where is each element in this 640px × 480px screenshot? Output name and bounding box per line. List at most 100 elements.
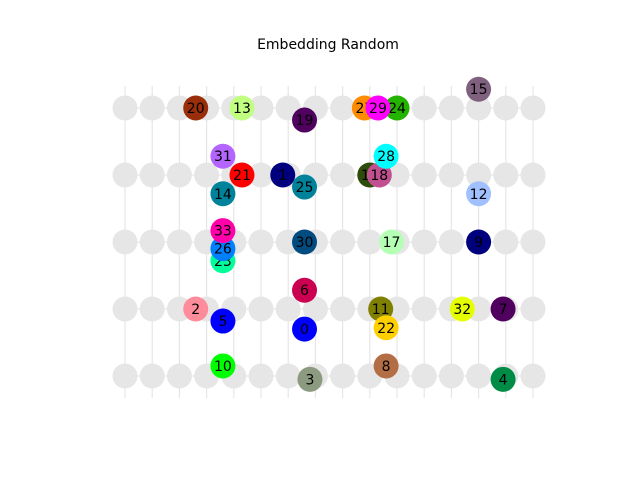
node-label: 9 bbox=[474, 235, 483, 251]
node-label: 15 bbox=[470, 82, 488, 98]
lattice-node bbox=[248, 363, 274, 389]
node-label: 1 bbox=[278, 168, 287, 184]
lattice-node bbox=[438, 95, 464, 121]
lattice-node bbox=[139, 363, 165, 389]
node-marker bbox=[292, 229, 318, 255]
lattice-node bbox=[493, 229, 519, 255]
node-label: 6 bbox=[300, 283, 309, 299]
lattice-node bbox=[411, 162, 437, 188]
node-label: 13 bbox=[233, 101, 251, 117]
lattice-node bbox=[520, 162, 546, 188]
lattice-node bbox=[493, 162, 519, 188]
node-marker bbox=[466, 181, 492, 207]
lattice-node bbox=[438, 229, 464, 255]
lattice-node bbox=[248, 95, 274, 121]
node-marker bbox=[210, 308, 236, 334]
node-label: 12 bbox=[470, 187, 488, 203]
node-marker bbox=[210, 353, 236, 379]
lattice-node bbox=[112, 363, 138, 389]
node-marker bbox=[365, 95, 391, 121]
node-marker bbox=[270, 162, 296, 188]
lattice-node bbox=[194, 162, 220, 188]
node-label: 3 bbox=[305, 372, 314, 388]
node-label: 29 bbox=[369, 101, 387, 117]
lattice-node bbox=[493, 95, 519, 121]
node-marker bbox=[366, 162, 392, 188]
node-marker bbox=[379, 229, 405, 255]
lattice-node bbox=[166, 162, 192, 188]
node-marker bbox=[183, 95, 209, 121]
node-label: 30 bbox=[296, 235, 314, 251]
lattice-node bbox=[466, 162, 492, 188]
node-marker bbox=[292, 316, 318, 342]
node-marker bbox=[210, 218, 236, 244]
lattice-node bbox=[248, 296, 274, 322]
node-label: 11 bbox=[372, 302, 390, 318]
node-label: 0 bbox=[300, 322, 309, 338]
lattice-node bbox=[166, 363, 192, 389]
lattice-node bbox=[275, 363, 301, 389]
node-marker bbox=[368, 296, 394, 322]
lattice-node bbox=[166, 229, 192, 255]
lattice-node bbox=[139, 229, 165, 255]
node-marker bbox=[466, 229, 492, 255]
node-label: 7 bbox=[499, 302, 508, 318]
node-label: 24 bbox=[388, 101, 406, 117]
node-marker bbox=[292, 107, 318, 133]
node-marker bbox=[297, 366, 323, 392]
node-marker bbox=[229, 162, 255, 188]
node-marker bbox=[373, 143, 399, 169]
lattice-node bbox=[330, 162, 356, 188]
lattice-node bbox=[330, 296, 356, 322]
node-marker bbox=[210, 181, 236, 207]
node-label: 19 bbox=[296, 113, 314, 129]
node-marker bbox=[229, 95, 255, 121]
node-label: 33 bbox=[214, 224, 232, 240]
lattice-node bbox=[438, 363, 464, 389]
node-label: 22 bbox=[377, 321, 395, 337]
node-label: 17 bbox=[383, 235, 401, 251]
node-label: 28 bbox=[377, 149, 395, 165]
node-label: 26 bbox=[214, 242, 232, 258]
node-marker bbox=[449, 296, 475, 322]
lattice-node bbox=[384, 162, 410, 188]
lattice-node bbox=[411, 363, 437, 389]
background-lattice bbox=[112, 86, 546, 398]
node-marker bbox=[490, 366, 516, 392]
lattice-node bbox=[112, 296, 138, 322]
node-label: 5 bbox=[218, 314, 227, 330]
node-marker bbox=[210, 143, 236, 169]
node-label: 20 bbox=[187, 101, 205, 117]
lattice-node bbox=[330, 363, 356, 389]
node-label: 18 bbox=[370, 168, 388, 184]
node-label: 2 bbox=[191, 302, 200, 318]
lattice-node bbox=[275, 296, 301, 322]
node-marker bbox=[292, 174, 318, 200]
lattice-node bbox=[302, 296, 328, 322]
lattice-node bbox=[520, 296, 546, 322]
chart-nodes: 0123456789101112131415161718192021222324… bbox=[183, 76, 516, 392]
lattice-node bbox=[411, 95, 437, 121]
node-label: 10 bbox=[214, 359, 232, 375]
node-marker bbox=[292, 277, 318, 303]
node-marker bbox=[373, 353, 399, 379]
lattice-node bbox=[357, 229, 383, 255]
node-label: 8 bbox=[382, 359, 391, 375]
lattice-node bbox=[520, 95, 546, 121]
node-label: 31 bbox=[214, 149, 232, 165]
node-label: 25 bbox=[296, 180, 314, 196]
node-label: 4 bbox=[499, 372, 508, 388]
lattice-node bbox=[466, 363, 492, 389]
lattice-node bbox=[520, 229, 546, 255]
lattice-node bbox=[248, 162, 274, 188]
node-marker bbox=[384, 95, 410, 121]
lattice-node bbox=[411, 229, 437, 255]
lattice-node bbox=[411, 296, 437, 322]
node-marker bbox=[490, 296, 516, 322]
lattice-node bbox=[139, 162, 165, 188]
node-marker bbox=[183, 296, 209, 322]
lattice-node bbox=[330, 229, 356, 255]
lattice-node bbox=[112, 95, 138, 121]
node-marker bbox=[466, 76, 492, 102]
